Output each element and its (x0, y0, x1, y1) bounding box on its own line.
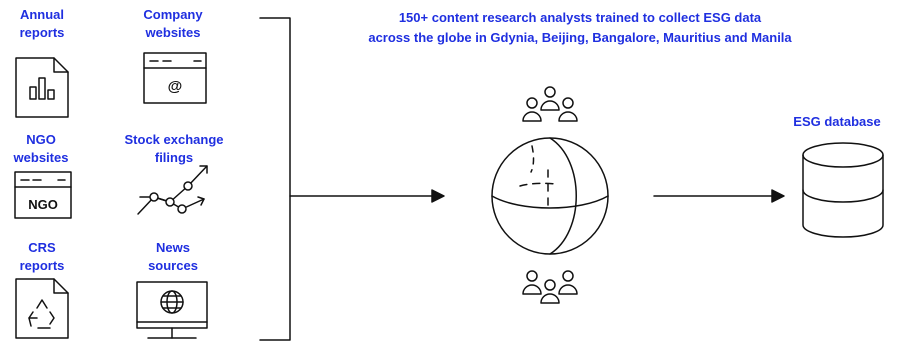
esg-database-label: ESG database (793, 114, 881, 129)
people-group-icon-bottom (522, 270, 578, 304)
globe-monitor-icon (136, 281, 208, 339)
source-label-ngo-websites: NGO websites (13, 132, 69, 165)
arrow-to-database (653, 189, 785, 203)
browser-ngo-icon: NGO (14, 171, 72, 219)
source-label-company-websites: Company websites (143, 7, 203, 40)
browser-at-icon: @ (143, 52, 207, 104)
globe-icon (491, 137, 609, 255)
ngo-icon-text: NGO (28, 197, 58, 212)
bar-chart-document-icon (15, 57, 69, 118)
source-label-stock-exchange-filings: Stock exchange filings (124, 132, 224, 165)
svg-text:@: @ (168, 78, 183, 95)
people-group-icon-top (522, 86, 578, 122)
recycle-document-icon (15, 278, 69, 339)
source-label-news-sources: News sources (148, 240, 198, 273)
source-label-annual-reports: Annual reports (19, 7, 65, 40)
source-label-crs-reports: CRS reports (19, 240, 65, 273)
arrow-to-analysts (289, 189, 445, 203)
sources-bracket (259, 17, 291, 341)
stock-chart-icon (137, 165, 208, 215)
database-icon (802, 142, 884, 238)
analysts-headline: 150+ content research analysts trained t… (368, 10, 792, 45)
